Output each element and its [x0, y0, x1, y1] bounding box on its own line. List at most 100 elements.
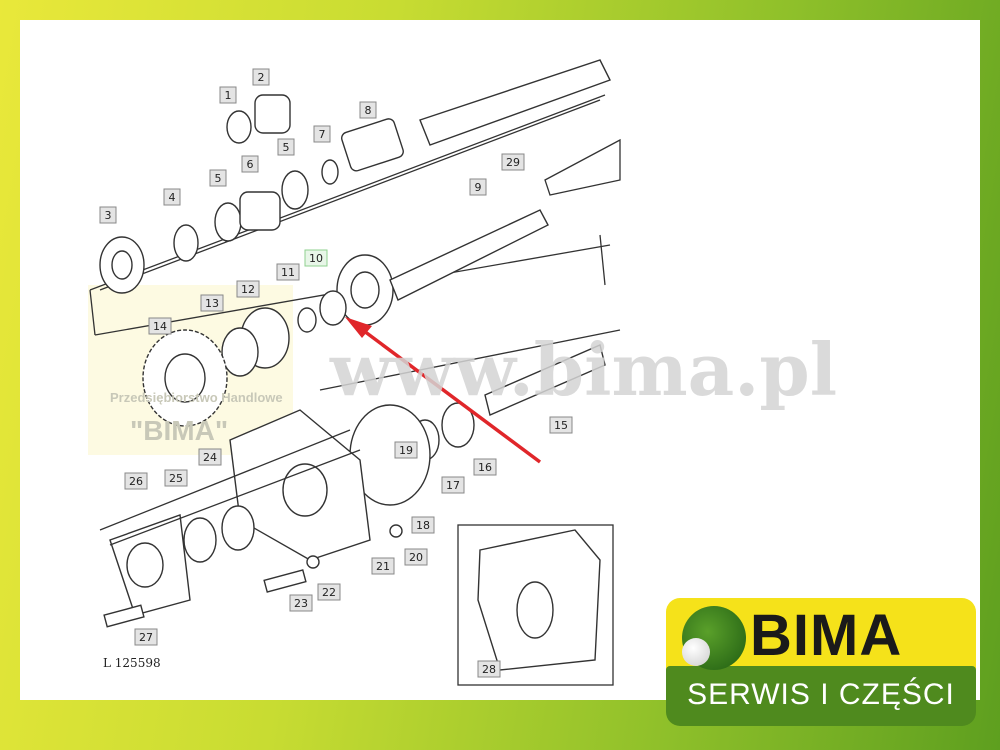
watermark-url: www.bima.pl — [329, 327, 837, 412]
part-label-15: 15 — [549, 416, 573, 434]
part-label-18: 18 — [411, 516, 435, 534]
part-label-box — [371, 557, 395, 575]
part-label-13: 13 — [200, 294, 224, 312]
reference-code: L 125598 — [103, 656, 161, 670]
part-label-box — [501, 153, 525, 171]
part-label-box — [198, 448, 222, 466]
part-label-text: 15 — [554, 419, 568, 432]
part-label-box — [219, 86, 237, 104]
part-label-12: 12 — [236, 280, 260, 298]
part-label-box — [241, 155, 259, 173]
bima-logo: BIMA SERWIS I CZĘŚCI — [666, 598, 976, 728]
part-label-box — [549, 416, 573, 434]
part-label-box — [313, 125, 331, 143]
part-label-25: 25 — [164, 469, 188, 487]
watermark-company-name: "BIMA" — [130, 415, 228, 446]
part-label-box — [148, 317, 172, 335]
part-label-text: 26 — [129, 475, 143, 488]
part-label-box — [236, 280, 260, 298]
part-label-text: 11 — [281, 266, 295, 279]
part-label-27: 27 — [134, 628, 158, 646]
part-label-box — [404, 548, 428, 566]
part-label-26: 26 — [124, 472, 148, 490]
logo-name: BIMA — [750, 603, 903, 668]
part-label-text: 20 — [409, 551, 423, 564]
part-label-text: 3 — [105, 209, 112, 222]
part-label-box — [477, 660, 501, 678]
part-label-box — [277, 138, 295, 156]
part-label-box — [441, 476, 465, 494]
part-label-text: 28 — [482, 663, 496, 676]
part-label-text: 16 — [478, 461, 492, 474]
part-label-box — [124, 472, 148, 490]
part-label-29: 29 — [501, 153, 525, 171]
upper-shaft-assembly — [89, 59, 621, 336]
part-label-text: 5 — [215, 172, 222, 185]
part-label-9: 9 — [469, 178, 487, 196]
part-arrow — [345, 317, 542, 464]
part-label-5: 5 — [277, 138, 295, 156]
part-label-text: 23 — [294, 597, 308, 610]
part-label-14: 14 — [148, 317, 172, 335]
part-label-text: 25 — [169, 472, 183, 485]
part-label-11: 11 — [276, 263, 300, 281]
part-label-box — [304, 249, 328, 267]
part-label-text: 2 — [258, 71, 265, 84]
part-label-box — [163, 188, 181, 206]
part-label-28: 28 — [477, 660, 501, 678]
lower-assembly — [99, 344, 606, 628]
part-label-box — [411, 516, 435, 534]
part-label-text: 17 — [446, 479, 460, 492]
part-label-text: 29 — [506, 156, 520, 169]
part-label-6: 6 — [241, 155, 259, 173]
part-label-text: 24 — [203, 451, 217, 464]
part-label-text: 14 — [153, 320, 167, 333]
part-label-box — [394, 441, 418, 459]
part-label-19: 19 — [394, 441, 418, 459]
part-label-box — [289, 594, 313, 612]
part-label-box — [164, 469, 188, 487]
inset-housing-28 — [457, 524, 614, 686]
part-label-text: 27 — [139, 631, 153, 644]
part-label-box — [134, 628, 158, 646]
part-label-text: 19 — [399, 444, 413, 457]
part-label-box — [209, 169, 227, 187]
part-label-5: 5 — [209, 169, 227, 187]
part-label-21: 21 — [371, 557, 395, 575]
middle-shaft-assembly — [94, 209, 621, 427]
part-label-10: 10 — [304, 249, 328, 267]
part-label-3: 3 — [99, 206, 117, 224]
part-label-box — [200, 294, 224, 312]
watermark-company-line: Przedsiębiorstwo Handlowe — [110, 390, 283, 405]
part-label-box — [359, 101, 377, 119]
part-label-text: 6 — [247, 158, 254, 171]
logo-ball-icon — [682, 638, 710, 666]
part-label-23: 23 — [289, 594, 313, 612]
part-label-text: 18 — [416, 519, 430, 532]
part-label-text: 7 — [319, 128, 326, 141]
logo-tagline: SERWIS I CZĘŚCI — [687, 678, 955, 711]
part-label-text: 4 — [169, 191, 176, 204]
watermark: www.bima.pl Przedsiębiorstwo Handlowe "B… — [110, 327, 837, 446]
part-label-2: 2 — [252, 68, 270, 86]
part-label-text: 12 — [241, 283, 255, 296]
part-label-8: 8 — [359, 101, 377, 119]
part-label-text: 22 — [322, 586, 336, 599]
part-label-text: 8 — [365, 104, 372, 117]
part-label-box — [276, 263, 300, 281]
part-label-box — [317, 583, 341, 601]
part-label-text: 9 — [475, 181, 482, 194]
part-label-text: 13 — [205, 297, 219, 310]
part-label-box — [473, 458, 497, 476]
part-label-box — [99, 206, 117, 224]
part-label-24: 24 — [198, 448, 222, 466]
part-label-text: 10 — [309, 252, 323, 265]
part-label-text: 21 — [376, 560, 390, 573]
part-label-16: 16 — [473, 458, 497, 476]
part-label-text: 5 — [283, 141, 290, 154]
part-label-22: 22 — [317, 583, 341, 601]
part-label-4: 4 — [163, 188, 181, 206]
logo-bottom-band — [666, 666, 976, 726]
part-label-text: 1 — [225, 89, 232, 102]
